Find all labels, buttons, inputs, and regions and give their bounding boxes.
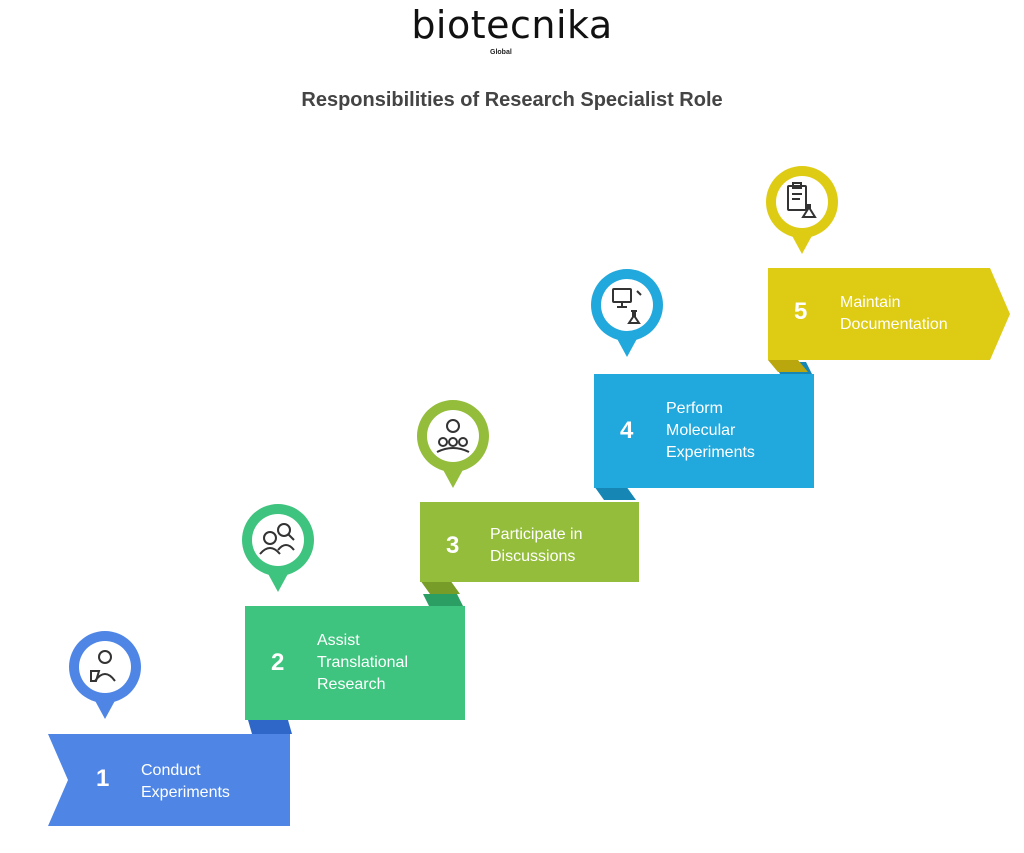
step-3-number: 3 (446, 532, 460, 559)
research-team-icon (242, 504, 314, 592)
step-5-block: 5 Maintain Documentation (768, 268, 1014, 376)
step-4-line-1: Perform (666, 400, 723, 417)
logo-subtitle: Global (490, 49, 512, 56)
step-5-number: 5 (794, 298, 808, 325)
step-3-block: 3 Participate in Discussions (420, 494, 641, 594)
clipboard-flask-icon (766, 166, 838, 254)
step-1-line-2: Experiments (141, 784, 230, 801)
scientist-icon (69, 631, 141, 719)
step-4-block: 4 Perform Molecular Experiments (594, 362, 816, 500)
page-title: Responsibilities of Research Specialist … (301, 89, 723, 111)
step-2-block: 2 Assist Translational Research (245, 594, 467, 720)
biotecnika-logo: biotecnika Global (0, 0, 1024, 70)
step-4-shape (594, 362, 814, 500)
logo-text: biotecnika (411, 3, 613, 47)
step-2-line-3: Research (317, 676, 386, 693)
step-4-line-2: Molecular (666, 422, 736, 439)
step-5-shape (768, 268, 1010, 372)
step-3-line-1: Participate in (490, 526, 583, 543)
discussion-group-icon (417, 400, 489, 488)
step-2-shape (245, 594, 465, 720)
step-1-line-1: Conduct (141, 762, 201, 779)
lab-computer-icon (591, 269, 663, 357)
step-2-line-2: Translational (317, 654, 409, 671)
step-1-label: Conduct Experiments (141, 760, 230, 804)
step-5-label: Maintain Documentation (840, 292, 948, 336)
step-1-shape (48, 720, 292, 826)
step-3-line-2: Discussions (490, 548, 576, 565)
step-3-label: Participate in Discussions (490, 524, 583, 568)
step-4-number: 4 (620, 417, 634, 444)
step-4-line-3: Experiments (666, 444, 755, 461)
step-1-block: 1 Conduct Experiments (48, 720, 293, 826)
step-2-label: Assist Translational Research (317, 630, 408, 696)
step-2-line-1: Assist (317, 632, 360, 649)
step-5-line-2: Documentation (840, 316, 948, 333)
step-2-number: 2 (271, 649, 285, 676)
step-4-label: Perform Molecular Experiments (666, 398, 755, 464)
step-3-shape (420, 502, 639, 594)
step-1-number: 1 (96, 765, 110, 792)
step-5-line-1: Maintain (840, 294, 901, 311)
